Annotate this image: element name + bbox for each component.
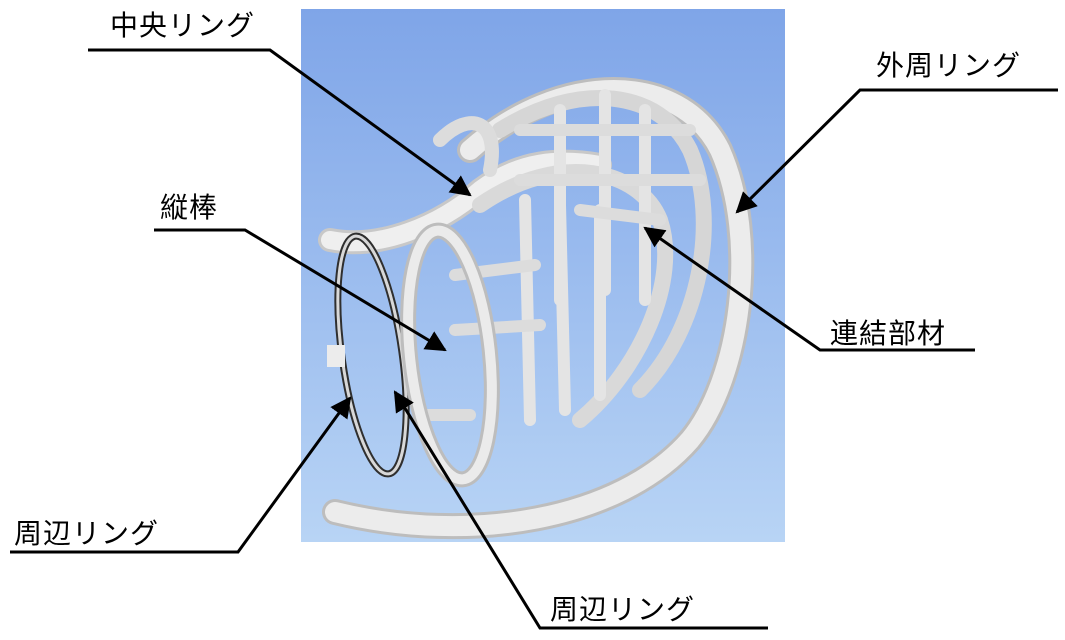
leader-outer-ring [735, 88, 1058, 214]
peripheral-ring-label-bottom: 周辺リング [550, 593, 696, 626]
leader-peripheral-ring-2 [393, 390, 768, 630]
connecting-member-label: 連結部材 [830, 317, 947, 350]
leader-peripheral-ring-1 [10, 396, 352, 554]
leader-connecting-member [643, 226, 975, 352]
back-ring-shape [492, 89, 712, 398]
fixture-top [433, 116, 499, 177]
leader-lines [10, 48, 1058, 630]
center-ring-label: 中央リング [110, 9, 256, 42]
leader-center-ring [88, 48, 472, 197]
ring-structure-model [318, 77, 755, 540]
vertical-rod-label: 縦棒 [160, 191, 219, 224]
fixture-left [327, 345, 345, 367]
peripheral-ring-label-left: 周辺リング [14, 517, 160, 550]
outer-ring-label: 外周リング [876, 49, 1022, 82]
leader-vertical-rod [154, 228, 447, 352]
